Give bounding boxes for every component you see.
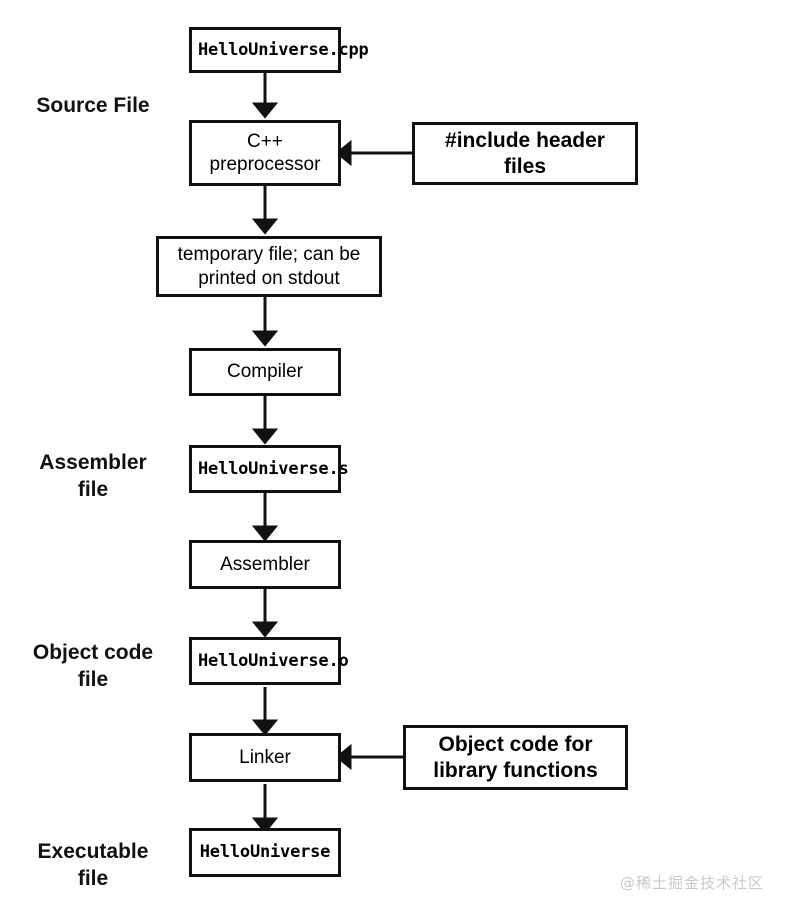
node-label: C++ preprocessor	[209, 130, 321, 175]
stage-label-object-code-file: Object code file	[32, 641, 154, 692]
node-label: HelloUniverse.s	[198, 458, 349, 479]
node-label: HelloUniverse	[199, 842, 331, 863]
node-label: Object code for library functions	[433, 732, 598, 782]
watermark-text: @稀土掘金技术社区	[620, 874, 765, 892]
node-assembler[interactable]: Assembler	[189, 540, 341, 589]
node-hellouniverse-cpp[interactable]: HelloUniverse.cpp	[189, 27, 369, 73]
stage-label-source-file: Source File	[36, 94, 150, 117]
node-label: #include header files	[445, 128, 605, 178]
node-linker[interactable]: Linker	[189, 733, 341, 782]
node-label: Linker	[239, 746, 291, 768]
node-hellouniverse-o[interactable]: HelloUniverse.o	[189, 637, 349, 685]
node-label: Assembler	[220, 553, 310, 575]
node-cpp-preprocessor[interactable]: C++ preprocessor	[189, 120, 341, 186]
node-label: temporary file; can be printed on stdout	[177, 244, 361, 289]
node-object-code-library[interactable]: Object code for library functions	[403, 725, 628, 790]
node-compiler[interactable]: Compiler	[189, 348, 341, 396]
stage-label-assembler-file: Assembler file	[39, 451, 147, 502]
node-temporary-file[interactable]: temporary file; can be printed on stdout	[156, 236, 382, 297]
node-include-header-files[interactable]: #include header files	[412, 122, 638, 185]
node-label: HelloUniverse.cpp	[198, 39, 369, 60]
node-label: HelloUniverse.o	[198, 650, 349, 671]
stage-label-executable-file: Executable file	[37, 840, 149, 891]
node-hellouniverse-s[interactable]: HelloUniverse.s	[189, 445, 349, 493]
node-hellouniverse-executable[interactable]: HelloUniverse	[189, 828, 341, 877]
node-label: Compiler	[226, 361, 304, 383]
